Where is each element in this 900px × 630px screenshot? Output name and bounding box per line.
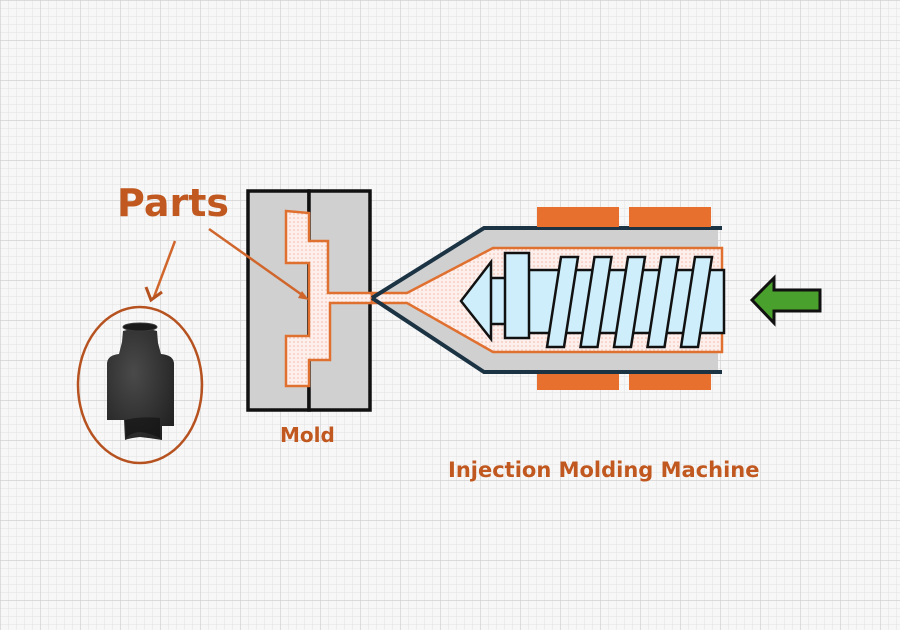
heater-band-bottom-2 (629, 374, 711, 390)
screw-flight (612, 255, 647, 349)
screw-flight (679, 255, 714, 349)
part-image (107, 322, 174, 440)
part-highlight-circle (76, 305, 204, 465)
barrel-outline-top (370, 226, 722, 300)
mold-label: Mold (280, 423, 335, 447)
pointer-line-to-part (152, 240, 177, 298)
heater-bands (537, 207, 711, 390)
screw-flight (579, 255, 613, 349)
pointer-arrowhead-cavity (298, 291, 309, 300)
machine-label: Injection Molding Machine (448, 458, 760, 482)
part-top-opening (122, 322, 158, 332)
barrel-outline-bottom (370, 296, 722, 374)
screw-flights (545, 255, 714, 349)
heater-band-bottom-1 (537, 374, 619, 390)
part-notch (125, 417, 160, 438)
screw-neck (488, 276, 508, 326)
screw-flange (503, 251, 531, 340)
pointer-arrowhead-part (144, 286, 163, 303)
screw (459, 251, 726, 349)
mold (246, 189, 374, 412)
screw-flight (646, 255, 680, 349)
pointer-line-to-cavity (208, 227, 306, 299)
heater-band-top-1 (537, 207, 619, 227)
part-body (107, 328, 174, 440)
part-cavity (284, 209, 374, 388)
screw-tip (459, 258, 493, 343)
heater-band-top-2 (629, 207, 711, 227)
pointer-lines (144, 227, 309, 303)
push-arrow-icon (749, 274, 822, 327)
parts-label: Parts (117, 181, 229, 225)
molded-part (76, 305, 204, 465)
screw-flight (545, 255, 580, 349)
